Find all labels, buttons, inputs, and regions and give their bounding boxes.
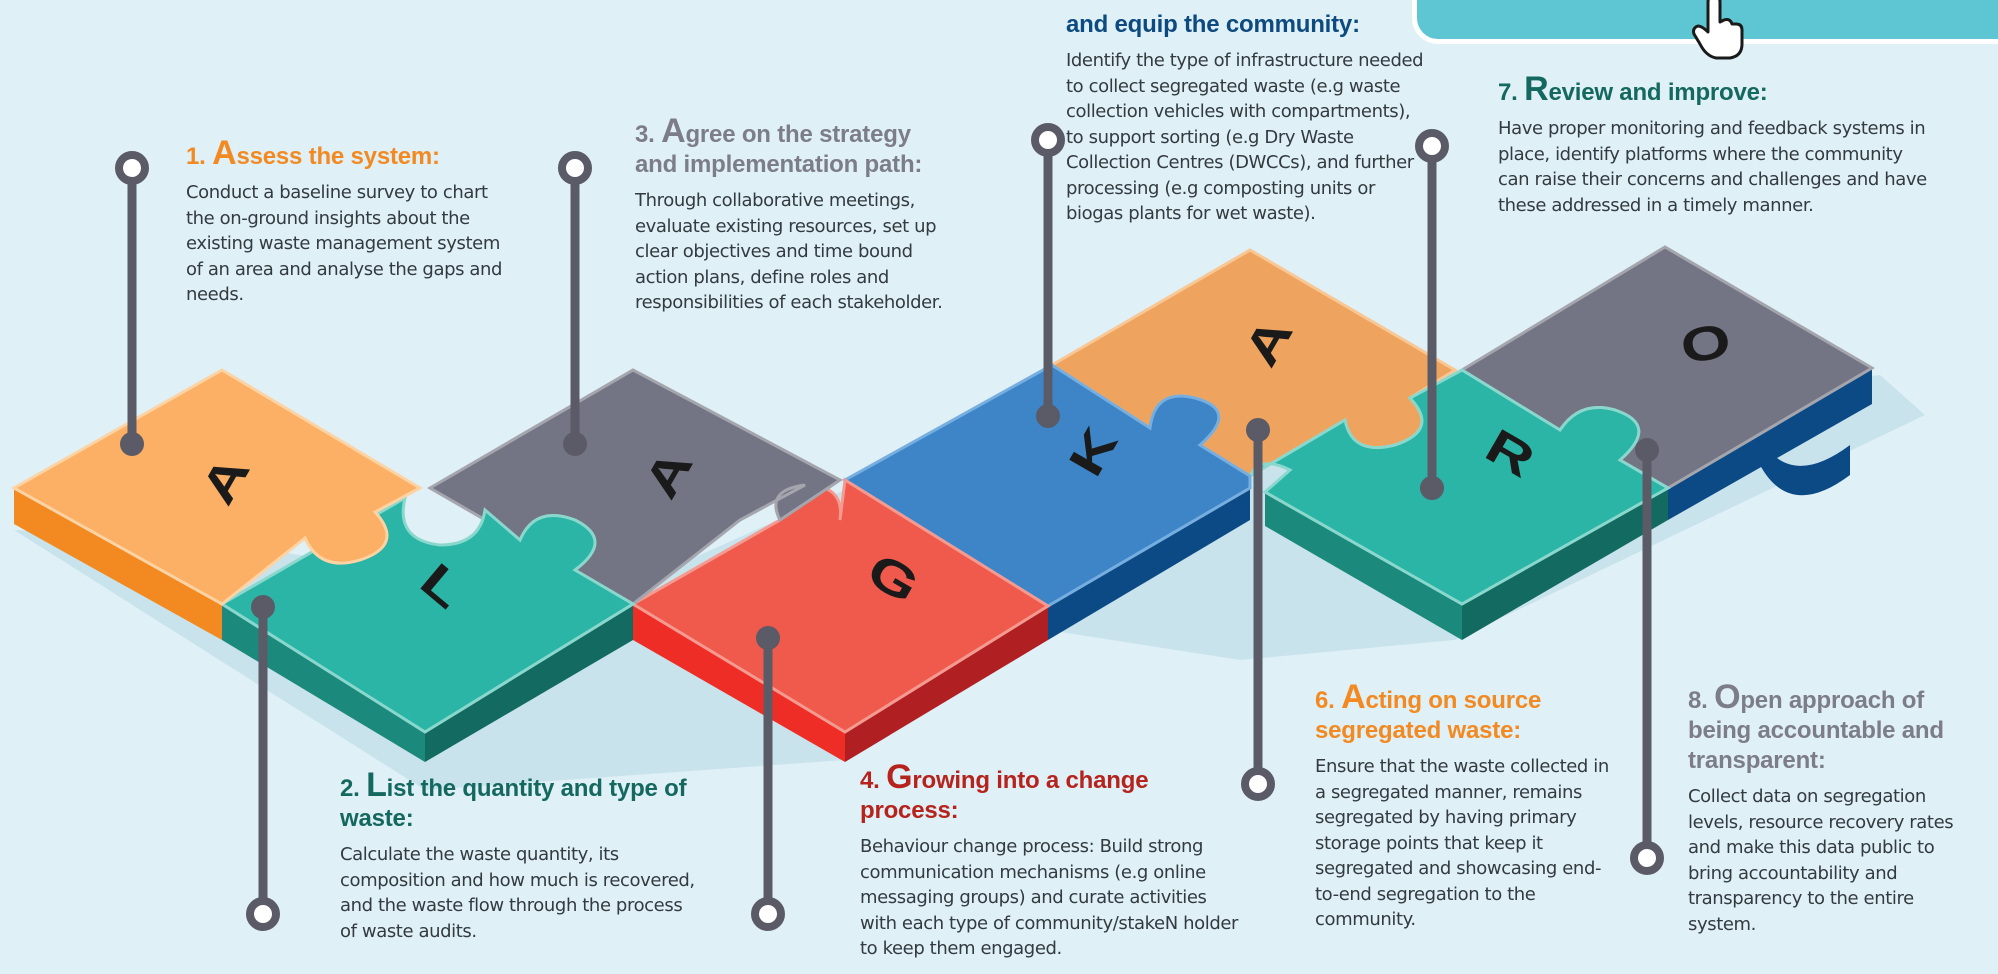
pin-6: [1241, 418, 1275, 801]
side-blue: [1048, 488, 1250, 640]
step-7-body: Have proper monitoring and feedback syst…: [1498, 118, 1927, 216]
step-3-title: 3. Agree on the strategy and implementat…: [635, 112, 923, 178]
side-teal-left: [222, 604, 425, 762]
step-3: 3. Agree on the strategy and implementat…: [635, 112, 955, 316]
side-teal-right: [1462, 488, 1668, 640]
step-4-body: Behaviour change process: Build strong c…: [860, 836, 1239, 959]
piece-a-left: [10, 368, 424, 606]
step-2-body: Calculate the waste quantity, its compos…: [340, 844, 695, 942]
step-4-title: 4. Growing into a change process:: [860, 758, 1149, 824]
pin-8: [1630, 438, 1664, 875]
side-navy-tab: [1760, 438, 1850, 496]
side-red-right: [845, 606, 1048, 762]
step-8-body: Collect data on segregation levels, reso…: [1688, 786, 1954, 935]
pin-1: [115, 151, 149, 456]
step-8-title: 8. Open approach of being accountable an…: [1688, 678, 1944, 774]
step-7: 7. Review and improve: Have proper monit…: [1498, 70, 1938, 218]
pin-5: [1031, 123, 1065, 428]
side-navy-right: [1668, 368, 1872, 520]
step-1: 1. Assess the system: Conduct a baseline…: [186, 134, 506, 308]
piece-r: [1246, 368, 1672, 606]
pins: [115, 123, 1664, 931]
piece-k: [842, 363, 1252, 608]
step-1-title: 1. Assess the system:: [186, 134, 440, 172]
step-1-body: Conduct a baseline survey to chart the o…: [186, 182, 503, 305]
step-6-title: 6. Acting on source segregated waste:: [1315, 678, 1542, 744]
puzzle-top-faces: [10, 245, 1875, 734]
side-orange: [14, 488, 222, 640]
step-6-body: Ensure that the waste collected in a seg…: [1315, 756, 1609, 930]
side-teal-right-left: [1265, 492, 1462, 640]
puzzle-side-faces: [14, 368, 1872, 762]
step-7-title: 7. Review and improve:: [1498, 70, 1768, 108]
side-red-left: [633, 604, 845, 762]
pin-7: [1415, 129, 1449, 500]
pin-2: [246, 595, 280, 931]
step-8: 8. Open approach of being accountable an…: [1688, 678, 1968, 937]
step-3-body: Through collaborative meetings, evaluate…: [635, 190, 943, 313]
step-4: 4. Growing into a change process: Behavi…: [860, 758, 1240, 962]
step-5-body: Identify the type of infrastructure need…: [1066, 50, 1424, 224]
pin-3: [558, 151, 592, 456]
step-5: and equip the community: Identify the ty…: [1066, 10, 1426, 227]
hand-pointer-icon: [1692, 0, 1744, 60]
step-5-title: and equip the community:: [1066, 11, 1360, 38]
step-2: 2. List the quantity and type of waste: …: [340, 766, 695, 944]
step-2-title: 2. List the quantity and type of waste:: [340, 766, 687, 832]
pin-4: [751, 626, 785, 931]
puzzle-letter-8: O: [1676, 313, 1734, 374]
step-6: 6. Acting on source segregated waste: En…: [1315, 678, 1615, 933]
side-teal-dark: [425, 604, 633, 762]
